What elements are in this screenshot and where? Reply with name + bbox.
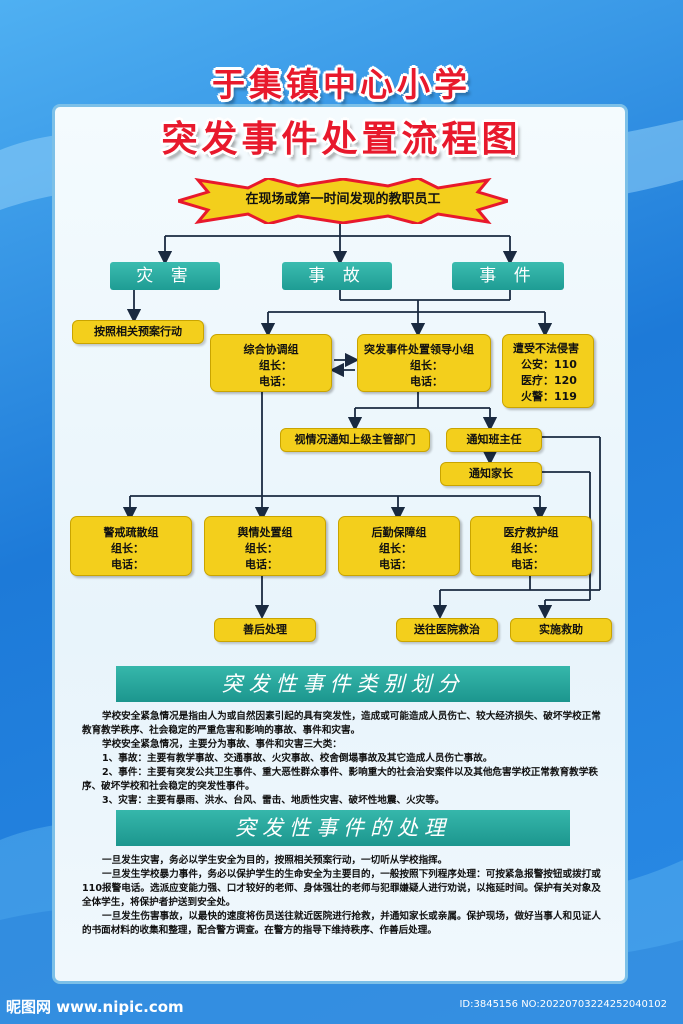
public-opinion-group-box: 舆情处置组 组长： 电话： — [204, 516, 326, 576]
category-accident: 事 故 — [282, 262, 392, 290]
evacuation-group-leader: 组长： — [111, 542, 144, 555]
image-id: ID:3845156 NO:20220703224252040102 — [459, 999, 667, 1010]
handling-paragraph: 一旦发生伤害事故，以最快的速度将伤员送往就近医院进行抢救，并通知家长或亲属。保护… — [82, 911, 601, 936]
category-paragraph: 3、灾害：主要有暴雨、洪水、台风、雷击、地质性灾害、破坏性地震、火灾等。 — [102, 795, 445, 806]
notify-parents: 通知家长 — [440, 462, 542, 486]
category-paragraph: 学校安全紧急情况是指由人为或自然因素引起的具有突发性，造成或可能造成人员伤亡、较… — [82, 711, 601, 736]
coordination-group-box: 综合协调组 组长： 电话： — [210, 334, 332, 392]
flowchart-title: 突发事件处置流程图 — [161, 118, 522, 160]
alert-burst-shape — [178, 178, 508, 224]
illegal-infringement-title: 遭受不法侵害 — [513, 342, 579, 355]
logistics-group-box: 后勤保障组 组长： 电话： — [338, 516, 460, 576]
logistics-group-leader: 组长： — [379, 542, 412, 555]
evacuation-group-name: 警戒疏散组 — [103, 526, 159, 539]
leadership-group-box: 突发事件处置领导小组 组长： 电话： — [357, 334, 491, 392]
category-disaster: 灾 害 — [110, 262, 220, 290]
first-responder-label: 在现场或第一时间发现的教职员工 — [245, 192, 441, 207]
coordination-group-leader: 组长： — [259, 359, 292, 372]
disaster-plan-action: 按照相关预案行动 — [72, 320, 204, 344]
leadership-group-name: 突发事件处置领导小组 — [364, 343, 474, 356]
section-category-title: 突发性事件类别划分 — [116, 666, 570, 702]
medical-rescue-group-leader: 组长： — [511, 542, 544, 555]
medical-rescue-group-phone: 电话： — [511, 558, 544, 571]
public-opinion-group-name: 舆情处置组 — [237, 526, 293, 539]
medical-number: 医疗：120 — [521, 374, 577, 387]
notify-superior-dept: 视情况通知上级主管部门 — [280, 428, 430, 452]
notify-head-teacher: 通知班主任 — [446, 428, 542, 452]
leadership-group-phone: 电话： — [410, 375, 443, 388]
category-paragraph: 2、事件：主要有突发公共卫生事件、重大恶性群众事件、影响重大的社会治安案件以及其… — [82, 767, 598, 792]
public-opinion-group-phone: 电话： — [245, 558, 278, 571]
fire-number: 火警：119 — [521, 390, 577, 403]
category-paragraph: 学校安全紧急情况，主要分为事故、事件和灾害三大类： — [102, 739, 342, 750]
coordination-group-name: 综合协调组 — [243, 343, 299, 356]
evacuation-group-box: 警戒疏散组 组长： 电话： — [70, 516, 192, 576]
section-handling-text: 一旦发生灾害，务必以学生安全为目的，按照相关预案行动，一切听从学校指挥。 一旦发… — [82, 854, 602, 938]
illegal-infringement-box: 遭受不法侵害 公安：110 医疗：120 火警：119 — [502, 334, 594, 408]
logistics-group-phone: 电话： — [379, 558, 412, 571]
category-incident: 事 件 — [452, 262, 564, 290]
leadership-group-leader: 组长： — [410, 359, 443, 372]
section-category-text: 学校安全紧急情况是指由人为或自然因素引起的具有突发性，造成或可能造成人员伤亡、较… — [82, 710, 602, 808]
logistics-group-name: 后勤保障组 — [371, 526, 427, 539]
handling-paragraph: 一旦发生学校暴力事件，务必以保护学生的生命安全为主要目的，一般按照下列程序处理：… — [82, 869, 601, 908]
send-to-hospital: 送往医院救治 — [396, 618, 498, 642]
public-opinion-group-leader: 组长： — [245, 542, 278, 555]
category-paragraph: 1、事故：主要有教学事故、交通事故、火灾事故、校舍倒塌事故及其它造成人员伤亡事故… — [102, 753, 493, 764]
implement-rescue: 实施救助 — [510, 618, 612, 642]
aftermath-handling: 善后处理 — [214, 618, 316, 642]
police-number: 公安：110 — [521, 358, 577, 371]
medical-rescue-group-name: 医疗救护组 — [503, 526, 559, 539]
medical-rescue-group-box: 医疗救护组 组长： 电话： — [470, 516, 592, 576]
section-handling-title: 突发性事件的处理 — [116, 810, 570, 846]
watermark-site: 昵图网 www.nipic.com — [6, 998, 184, 1016]
handling-paragraph: 一旦发生灾害，务必以学生安全为目的，按照相关预案行动，一切听从学校指挥。 — [102, 855, 448, 866]
evacuation-group-phone: 电话： — [111, 558, 144, 571]
coordination-group-phone: 电话： — [259, 375, 292, 388]
school-title: 于集镇中心小学 — [212, 65, 471, 104]
